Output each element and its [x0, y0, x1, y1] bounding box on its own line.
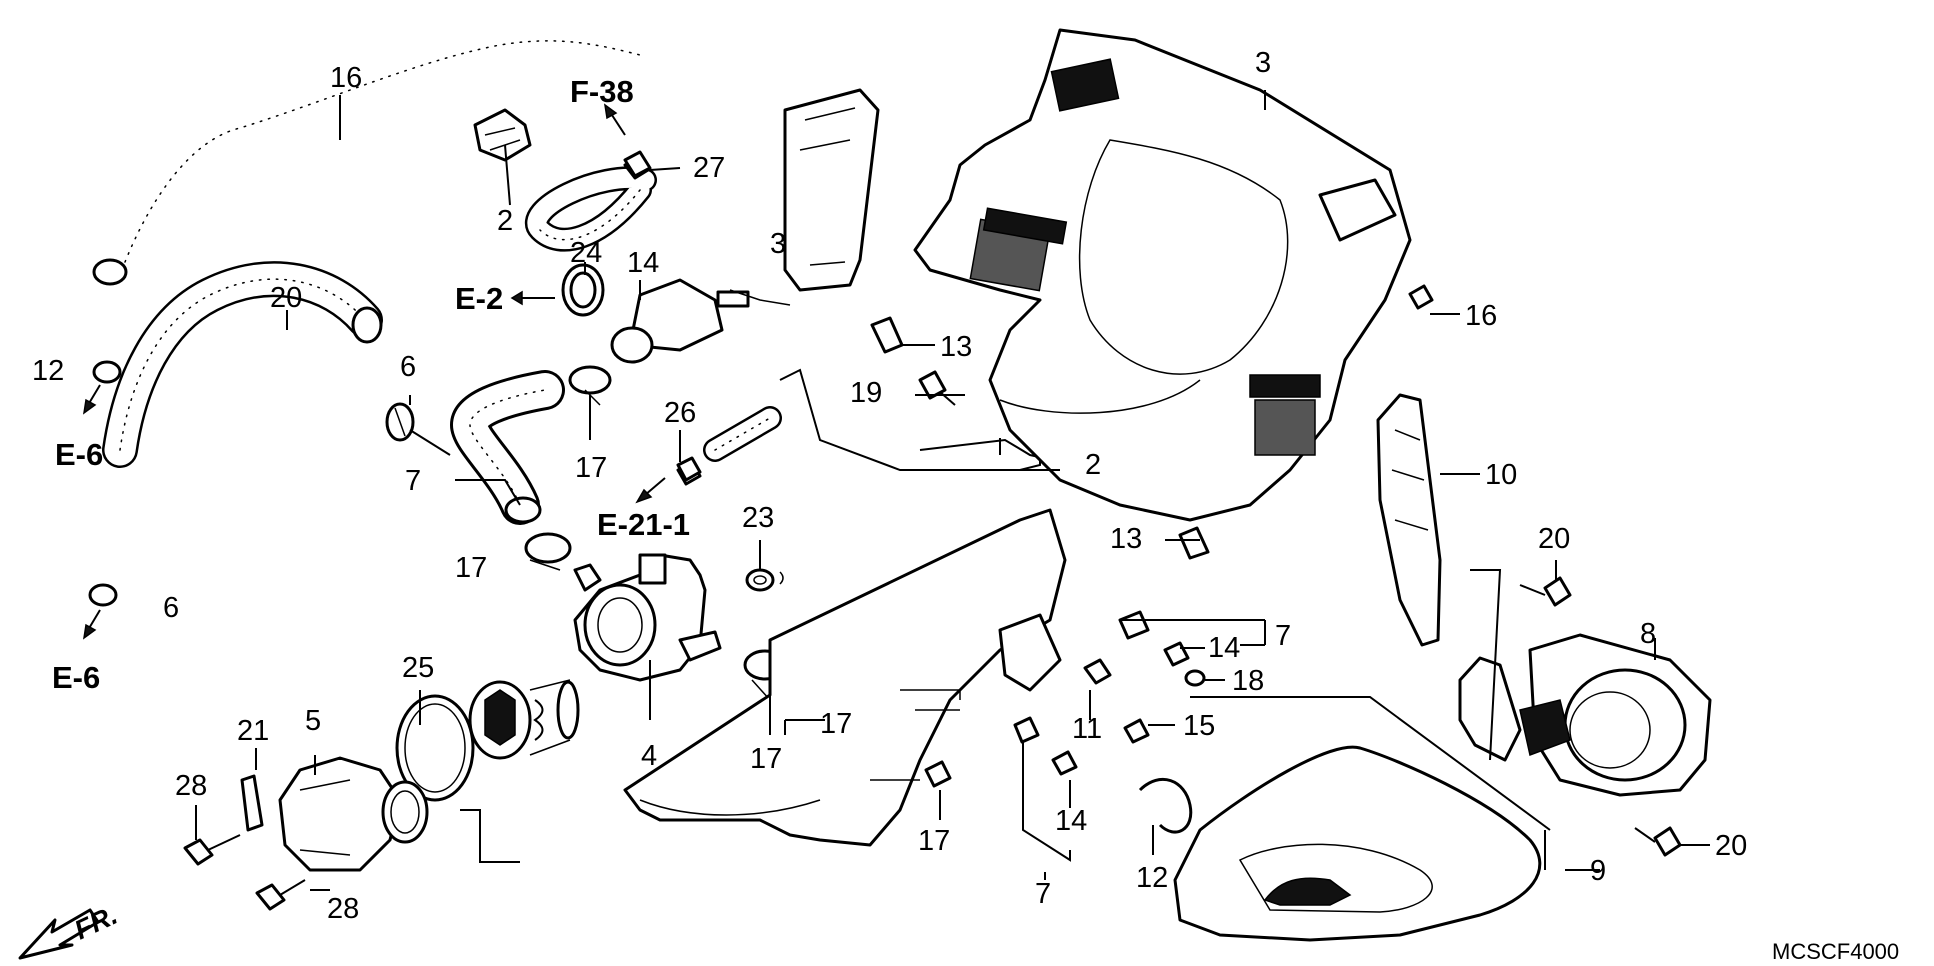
- callout-11: 11: [1072, 713, 1102, 745]
- callout-18: 18: [1232, 665, 1264, 697]
- bolt-20-upper-right: [1519, 576, 1572, 607]
- clamp-6-lower: [88, 583, 118, 607]
- callout-14-lower: 14: [1055, 805, 1087, 837]
- reference-arrows: [82, 103, 666, 640]
- lower-bracket: [623, 508, 1067, 847]
- clip-13-upper: [870, 316, 904, 354]
- bolt-28-upper: [183, 834, 241, 866]
- ref-e-21-1: E-21-1: [597, 507, 690, 542]
- callout-19: 19: [850, 377, 882, 409]
- bolt-15: [1123, 718, 1150, 744]
- clamp-17-upper: [568, 365, 612, 406]
- callout-20-right-top: 20: [1538, 523, 1570, 555]
- callout-10: 10: [1485, 459, 1517, 491]
- joint-14-upper: [561, 263, 791, 364]
- callout-13-upper: 13: [940, 331, 972, 363]
- washer-23: [745, 568, 784, 592]
- clip-18: [1184, 669, 1206, 687]
- thermostat: [468, 679, 580, 760]
- callout-2-top: 2: [497, 205, 513, 237]
- ref-e-2: E-2: [455, 281, 503, 316]
- callout-12-lower: 12: [1136, 862, 1168, 894]
- callout-7-right: 7: [1275, 620, 1291, 652]
- front-direction-label: FR.: [70, 900, 122, 946]
- ref-f-38: F-38: [570, 74, 634, 109]
- front-direction-arrow-icon: [18, 908, 100, 960]
- callout-6-upper: 6: [400, 351, 416, 383]
- callout-15: 15: [1183, 710, 1215, 742]
- callout-3-main: 3: [1255, 47, 1271, 79]
- hose-16: [92, 26, 655, 286]
- clip-7-group: [1013, 610, 1150, 744]
- nut-26: [676, 456, 702, 482]
- callout-26: 26: [664, 397, 696, 429]
- bolt-14-right: [1163, 641, 1190, 667]
- callout-20-right-bottom: 20: [1715, 830, 1747, 862]
- fan-8: [1458, 633, 1712, 797]
- side-panel-9: [1173, 745, 1542, 942]
- clip-12-lower: [1138, 777, 1193, 834]
- elbow-hose-7: [449, 370, 565, 525]
- callout-8: 8: [1640, 618, 1656, 650]
- callout-7-left: 7: [405, 465, 421, 497]
- bolt-14-lower: [1051, 750, 1078, 776]
- callout-6-lower: 6: [163, 592, 179, 624]
- bolt-20-lower-right: [1634, 826, 1682, 857]
- bolt-28-lower: [255, 879, 306, 911]
- callout-16-top: 16: [330, 62, 362, 94]
- leader-lines: [195, 90, 1710, 891]
- callout-7-bottom: 7: [1035, 878, 1051, 910]
- callout-20-left: 20: [270, 282, 302, 314]
- callout-5: 5: [305, 705, 321, 737]
- clamp-2-top: [473, 108, 532, 162]
- stay-10: [1376, 393, 1442, 647]
- bolt-19: [918, 370, 956, 406]
- callout-13-lower: 13: [1110, 523, 1142, 555]
- callout-17-upper: 17: [575, 452, 607, 484]
- bolt-16-right: [1408, 284, 1434, 310]
- diagram-code: MCSCF4000: [1772, 939, 1899, 964]
- nut-17-bottom: [924, 760, 952, 788]
- callout-12-left: 12: [32, 355, 64, 387]
- callout-28-lower: 28: [327, 893, 359, 925]
- callout-2-mid: 2: [1085, 449, 1101, 481]
- callout-14-top: 14: [627, 247, 659, 279]
- callout-9: 9: [1590, 855, 1606, 887]
- callout-24: 24: [570, 237, 602, 269]
- callout-17-mid: 17: [820, 708, 852, 740]
- clamp-12: [92, 360, 122, 384]
- callout-21: 21: [237, 715, 269, 747]
- bolt-11: [1083, 658, 1112, 685]
- callout-28-upper: 28: [175, 770, 207, 802]
- clip-13-lower: [1178, 526, 1210, 560]
- thermostat-housing-4: [573, 553, 722, 682]
- o-ring-25: [395, 694, 475, 802]
- callout-16-right: 16: [1465, 300, 1497, 332]
- ref-e-6-lower: E-6: [52, 660, 100, 695]
- callout-14-right: 14: [1208, 632, 1240, 664]
- callout-25: 25: [402, 652, 434, 684]
- tab-21: [240, 774, 264, 832]
- bracket-3-left: [783, 88, 880, 292]
- callout-4: 4: [641, 740, 657, 772]
- clamp-17-middle: [524, 532, 572, 571]
- clip-27: [623, 150, 652, 178]
- callout-17-bottom: 17: [918, 825, 950, 857]
- hose-20: [102, 261, 383, 468]
- clamp-6-upper: [385, 402, 415, 442]
- ref-e-6-upper: E-6: [55, 437, 103, 472]
- inner-fairing-3: [913, 28, 1412, 522]
- thermostat-cover-5: [278, 756, 429, 872]
- callout-23: 23: [742, 502, 774, 534]
- callout-27: 27: [693, 152, 725, 184]
- callout-3-small: 3: [770, 228, 786, 260]
- callout-17-bottom-left: 17: [750, 743, 782, 775]
- callout-17-left: 17: [455, 552, 487, 584]
